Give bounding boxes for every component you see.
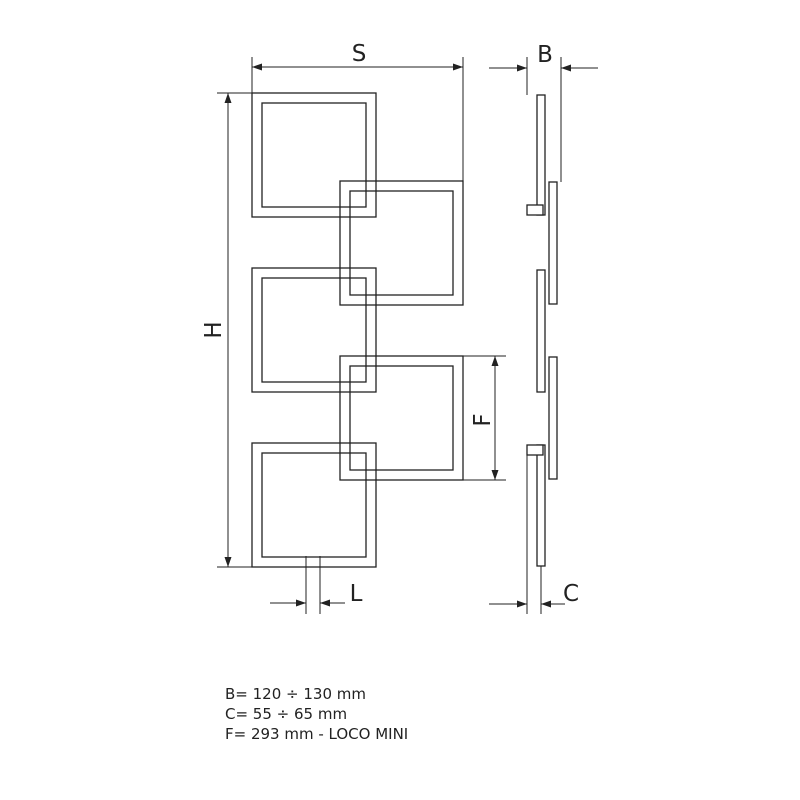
side-bar-4 [536, 269, 546, 393]
side-bar-7 [526, 444, 544, 456]
side-bar-1 [536, 94, 546, 216]
frame-4 [339, 355, 464, 481]
dimension-lines [217, 57, 598, 614]
dim-label-l: L [350, 581, 363, 607]
side-bar-3 [548, 181, 558, 305]
spec-line-c: C= 55 ÷ 65 mm [225, 705, 348, 723]
frame-5 [251, 442, 377, 568]
spec-notes: B= 120 ÷ 130 mm C= 55 ÷ 65 mm F= 293 mm … [225, 684, 408, 744]
side-bar-2 [526, 204, 544, 216]
dim-label-h: H [201, 321, 227, 338]
side-bar-5 [548, 356, 558, 480]
dim-label-f: F [470, 413, 496, 426]
side-view [526, 94, 558, 567]
dim-label-c: C [563, 581, 579, 607]
spec-line-b: B= 120 ÷ 130 mm [225, 685, 366, 703]
dim-label-b: B [537, 42, 553, 68]
spec-line-f: F= 293 mm - LOCO MINI [225, 725, 409, 743]
front-view [251, 92, 464, 568]
frame-1 [251, 92, 377, 218]
frame-2 [339, 180, 464, 306]
frame-3 [251, 267, 377, 393]
side-bar-6 [536, 444, 546, 567]
dim-label-s: S [352, 41, 367, 67]
